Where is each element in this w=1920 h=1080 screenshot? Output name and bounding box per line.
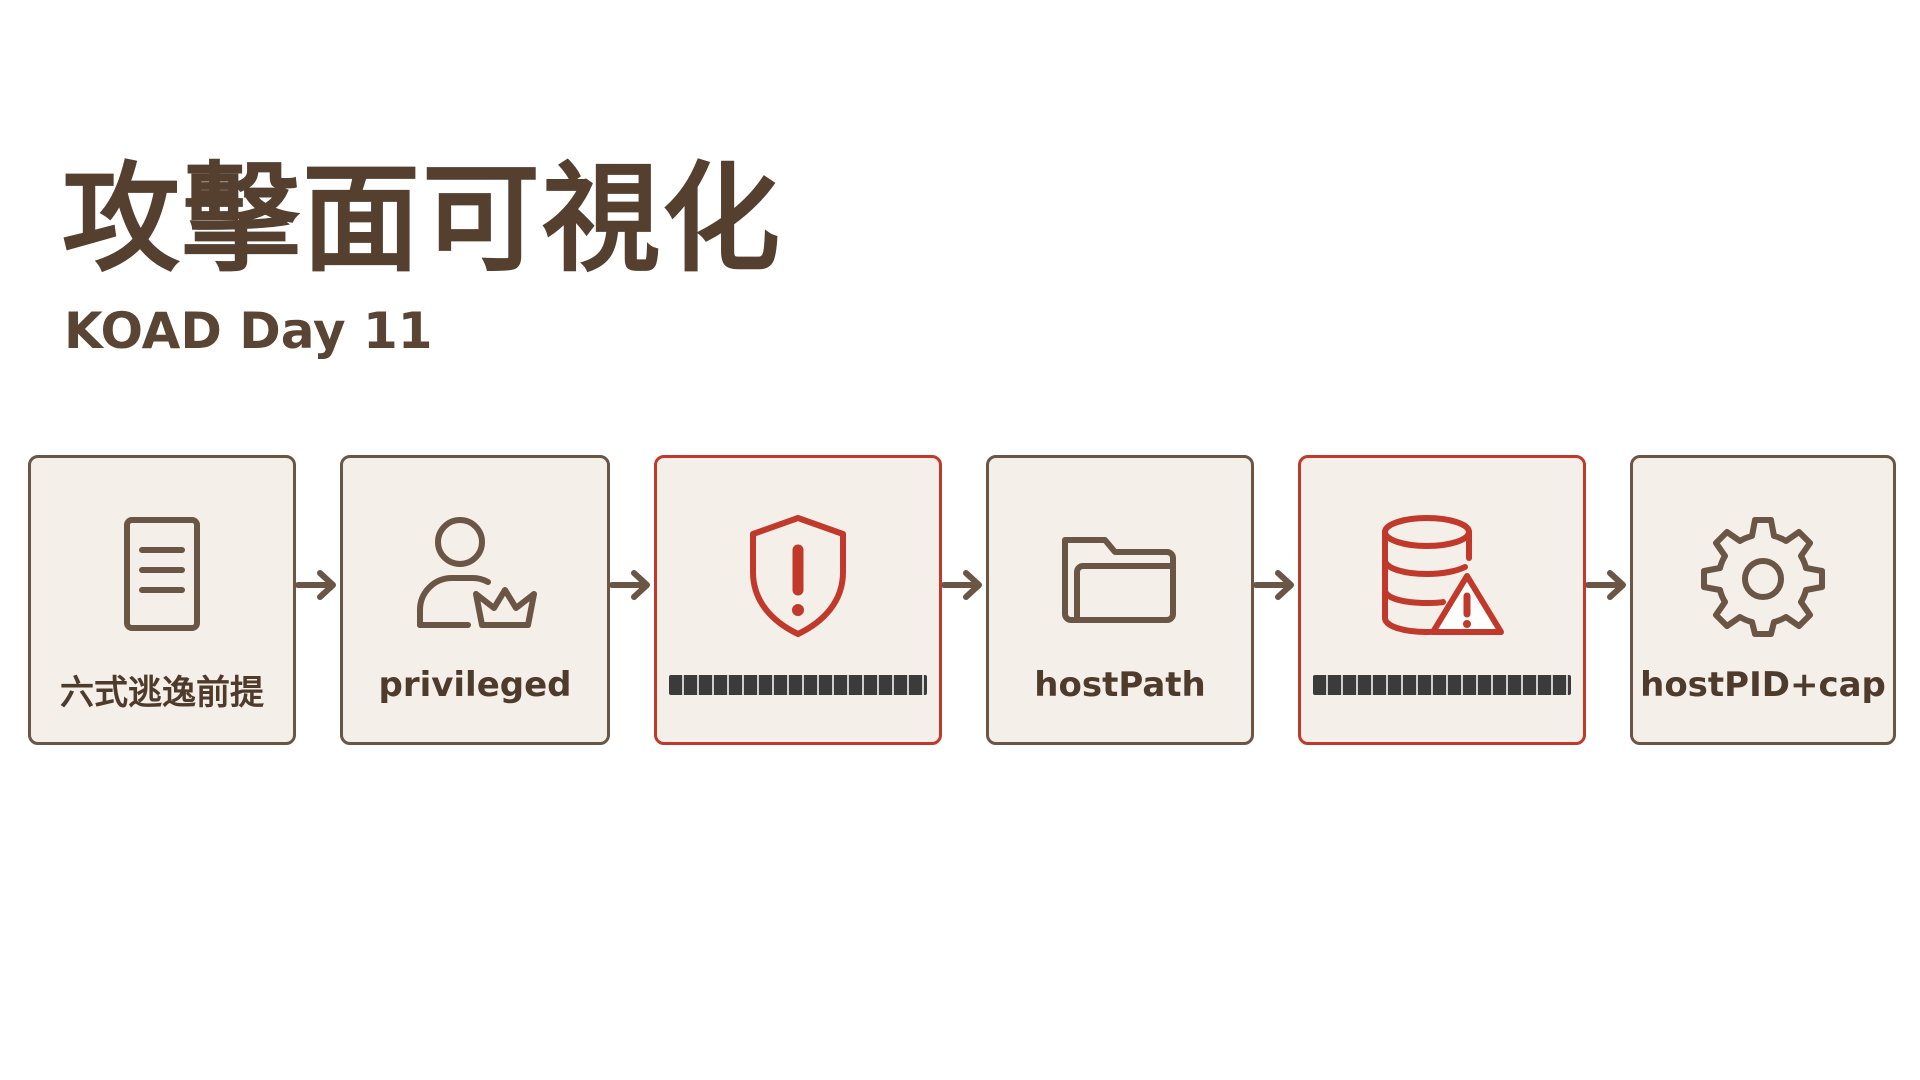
flow-step-label: privileged bbox=[378, 665, 572, 705]
user-crown-icon bbox=[410, 510, 540, 640]
flow-step-hostpid-cap: hostPID+cap bbox=[1630, 455, 1896, 745]
redacted-label bbox=[669, 675, 927, 695]
folder-icon bbox=[1055, 510, 1185, 640]
page-title: 攻擊面可視化 bbox=[62, 150, 783, 288]
shield-alert-icon bbox=[733, 510, 863, 640]
flow-step-label: hostPath bbox=[1034, 665, 1206, 705]
page-subtitle: KOAD Day 11 bbox=[64, 302, 433, 360]
arrow-right-icon bbox=[942, 565, 986, 605]
flow-step-redacted-2 bbox=[1298, 455, 1586, 745]
gear-icon bbox=[1698, 510, 1828, 640]
arrow-right-icon bbox=[1586, 565, 1630, 605]
flow-step-label: hostPID+cap bbox=[1640, 665, 1886, 705]
database-warning-icon bbox=[1377, 510, 1507, 640]
flow-step-redacted-1 bbox=[654, 455, 942, 745]
flow-step-label: 六式逃逸前提 bbox=[60, 673, 264, 713]
document-icon bbox=[97, 510, 227, 640]
flow-step-hostpath: hostPath bbox=[986, 455, 1254, 745]
flow-step-privileged: privileged bbox=[340, 455, 610, 745]
arrow-right-icon bbox=[610, 565, 654, 605]
arrow-right-icon bbox=[1254, 565, 1298, 605]
flow-step-escape-prerequisites: 六式逃逸前提 bbox=[28, 455, 296, 745]
redacted-label bbox=[1313, 675, 1571, 695]
arrow-right-icon bbox=[296, 565, 340, 605]
